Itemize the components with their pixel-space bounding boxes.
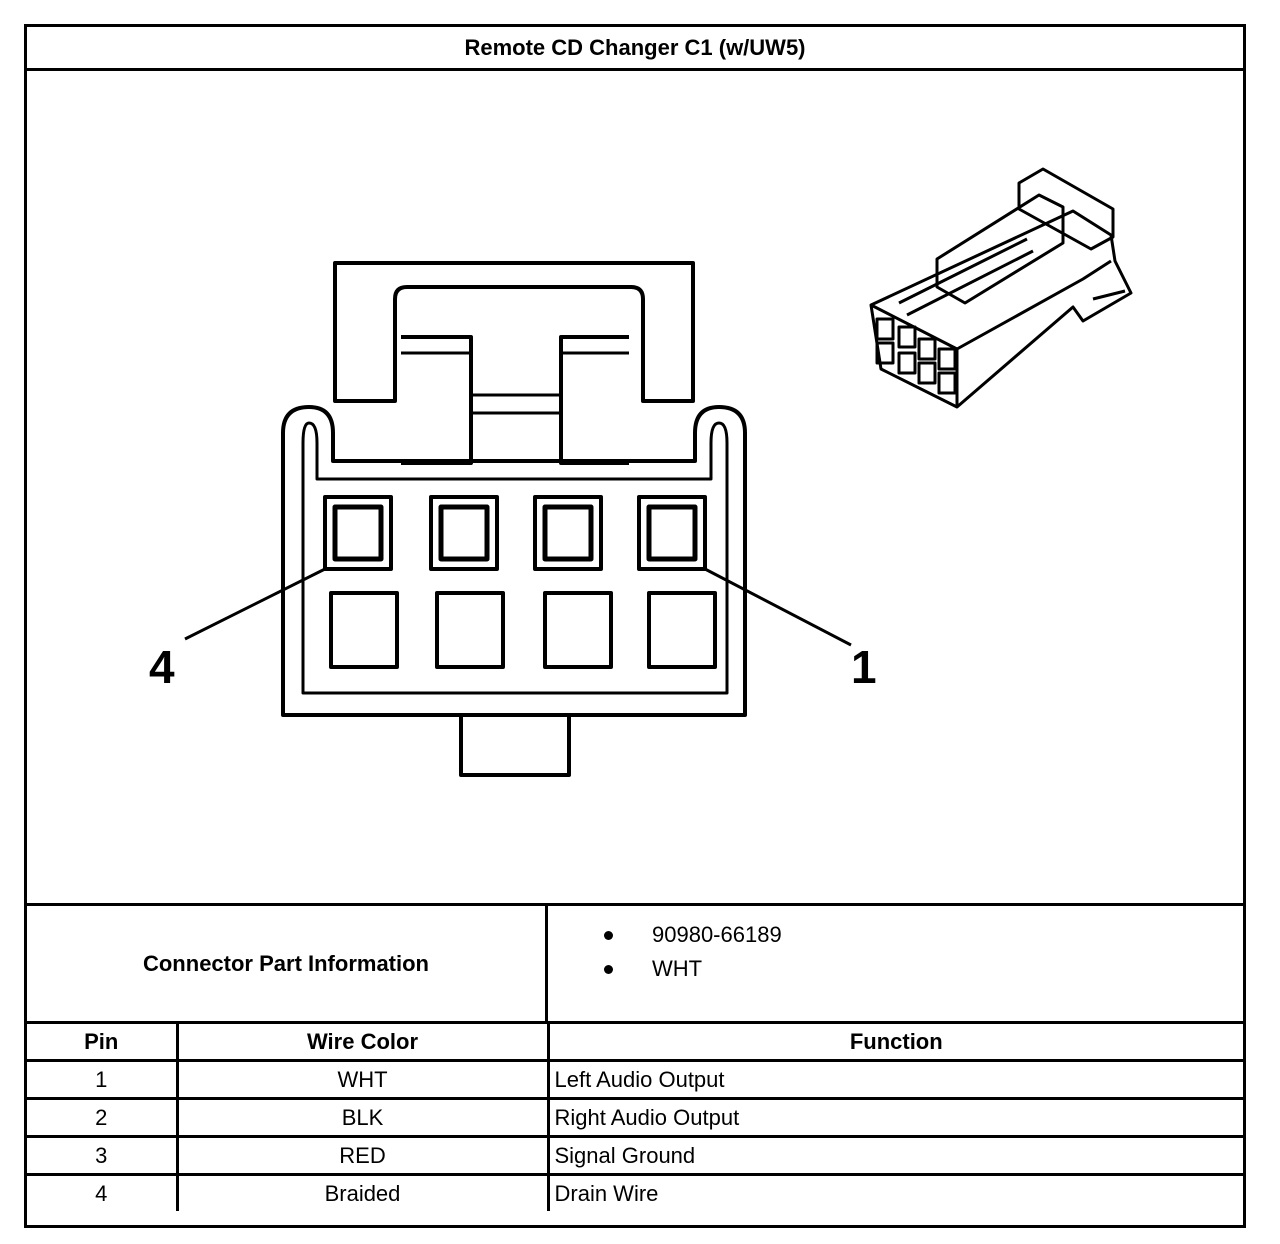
pin-1-leader xyxy=(704,567,852,647)
pin-1-label: 1 xyxy=(851,641,877,693)
table-header-row: Pin Wire Color Function xyxy=(27,1021,1243,1062)
header-pin: Pin xyxy=(27,1021,179,1062)
connector-isometric-view xyxy=(869,167,1133,409)
pin-number: 3 xyxy=(27,1135,179,1176)
bullet-icon xyxy=(604,965,613,974)
pin-4-label: 4 xyxy=(149,641,175,693)
latch-housing xyxy=(333,261,695,403)
header-wire-color: Wire Color xyxy=(175,1021,550,1062)
bullet-icon xyxy=(604,931,613,940)
polarization-key xyxy=(459,715,571,777)
pin-function: Left Audio Output xyxy=(546,1059,1243,1100)
header-function: Function xyxy=(546,1021,1243,1062)
page-title: Remote CD Changer C1 (w/UW5) xyxy=(27,27,1243,71)
connector-info-list: 90980-66189 WHT xyxy=(548,918,782,986)
latch-tab-right xyxy=(559,335,629,465)
connector-face-drawing: 4 1 xyxy=(149,167,1133,777)
pin-number: 4 xyxy=(27,1173,179,1211)
table-row: 3 RED Signal Ground xyxy=(27,1135,1243,1176)
connector-part-information: Connector Part Information 90980-66189 W… xyxy=(27,903,1243,1021)
pin-function: Drain Wire xyxy=(546,1173,1243,1211)
pin-4-leader xyxy=(184,567,326,641)
connector-sheet: Remote CD Changer C1 (w/UW5) xyxy=(24,24,1246,1228)
pin-number: 1 xyxy=(27,1059,179,1100)
list-item: 90980-66189 xyxy=(548,918,782,952)
table-row: 2 BLK Right Audio Output xyxy=(27,1097,1243,1138)
table-row: 1 WHT Left Audio Output xyxy=(27,1059,1243,1100)
connector-body-outer xyxy=(281,405,747,717)
pin-table: Pin Wire Color Function 1 WHT Left Audio… xyxy=(27,1021,1243,1211)
table-row: 4 Braided Drain Wire xyxy=(27,1173,1243,1211)
connector-body-inner xyxy=(301,421,729,695)
pin-function: Right Audio Output xyxy=(546,1097,1243,1138)
connector-info-label: Connector Part Information xyxy=(27,906,548,1021)
latch-tab-left xyxy=(401,335,473,465)
connector-diagram: 4 1 xyxy=(27,71,1243,903)
list-item: WHT xyxy=(548,952,782,986)
pin-number: 2 xyxy=(27,1097,179,1138)
pin-function: Signal Ground xyxy=(546,1135,1243,1176)
wire-color: Braided xyxy=(175,1173,550,1211)
wire-color: WHT xyxy=(175,1059,550,1100)
wire-color: BLK xyxy=(175,1097,550,1138)
wire-color: RED xyxy=(175,1135,550,1176)
